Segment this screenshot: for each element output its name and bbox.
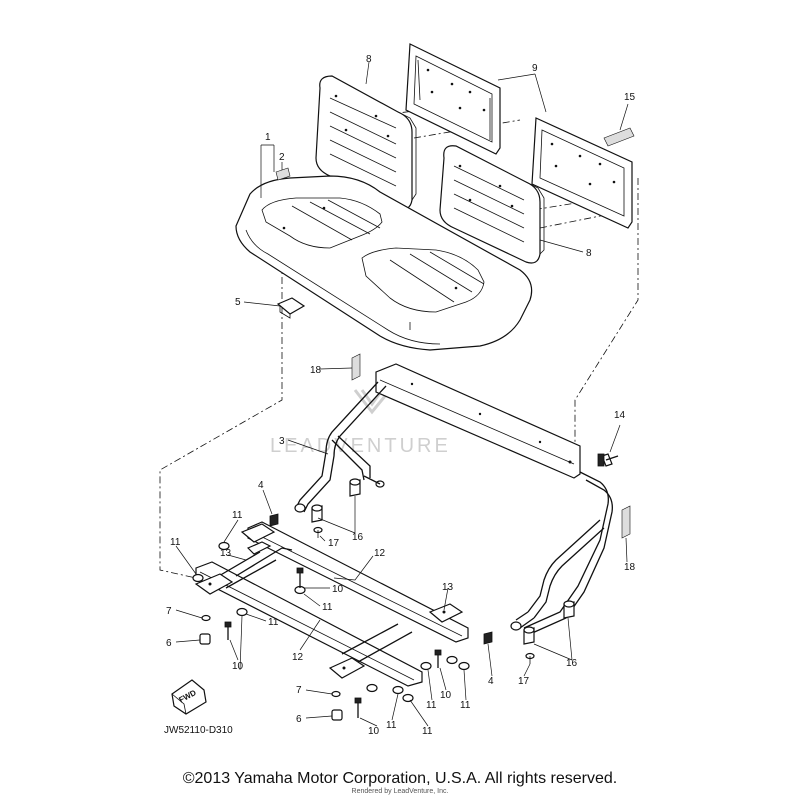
callout-18b: 18 — [624, 562, 636, 573]
cap-4-right — [483, 631, 493, 645]
grommets-lower — [523, 600, 575, 645]
backrest-right — [439, 145, 545, 264]
callout-12a: 12 — [374, 548, 386, 559]
callout-11f: 11 — [422, 726, 433, 737]
callout-12b: 12 — [292, 652, 304, 663]
callout-6b: 6 — [296, 714, 302, 725]
leader-lines — [175, 61, 629, 727]
callout-15: 15 — [624, 92, 636, 103]
backrest-frame-left — [405, 43, 501, 155]
callout-17a: 17 — [328, 538, 340, 549]
watermark-text: LEADVENTURE — [270, 435, 451, 457]
callout-10a: 10 — [332, 584, 344, 595]
seat-frame — [294, 363, 613, 635]
callout-14: 14 — [614, 410, 626, 421]
callout-7a: 7 — [166, 606, 172, 617]
callout-11e: 11 — [386, 720, 397, 731]
callout-16a: 16 — [352, 532, 364, 543]
callout-2: 2 — [279, 152, 285, 163]
seat-cushion — [235, 175, 533, 351]
callout-17b: 17 — [518, 676, 530, 687]
callout-4b: 4 — [488, 676, 494, 687]
washer-17-lower — [525, 652, 535, 664]
copyright-notice: ©2013 Yamaha Motor Corporation, U.S.A. A… — [182, 770, 618, 787]
callout-11h: 11 — [460, 700, 471, 711]
label-2 — [275, 167, 291, 181]
callout-6a: 6 — [166, 638, 172, 649]
callout-9: 9 — [532, 63, 538, 74]
cap-4-left — [269, 513, 279, 527]
rendered-by-note: Rendered by LeadVenture, Inc. — [351, 788, 449, 795]
callout-11c: 11 — [322, 602, 333, 613]
backrest-frame-right — [531, 117, 633, 229]
callout-11b: 11 — [170, 537, 181, 548]
backrest-left — [315, 75, 417, 210]
callout-3: 3 — [279, 436, 285, 447]
label-sticker — [603, 127, 635, 147]
bolts-10 — [224, 567, 442, 718]
callout-11d: 11 — [268, 617, 279, 628]
washer-17-upper — [313, 526, 323, 538]
seat-clip — [276, 297, 306, 319]
callout-11g: 11 — [426, 700, 437, 711]
bolt-14 — [597, 453, 619, 467]
callout-13a: 13 — [220, 548, 232, 559]
callout-7b: 7 — [296, 685, 302, 696]
grommets-upper — [311, 478, 361, 523]
callout-10d: 10 — [440, 690, 452, 701]
label-18-upper — [351, 353, 361, 381]
base-rails — [194, 521, 469, 687]
callout-11a: 11 — [232, 510, 243, 521]
callouts: 1 2 3 4 4 5 6 6 7 7 8 8 9 10 10 10 10 11… — [166, 54, 636, 737]
label-18-lower — [621, 505, 631, 539]
callout-8a: 8 — [366, 54, 372, 65]
callout-5: 5 — [235, 297, 241, 308]
fwd-arrow-icon: FWD — [171, 679, 207, 715]
diagram-code: JW52110-D310 — [164, 725, 233, 736]
callout-1: 1 — [265, 132, 271, 143]
callout-18a: 18 — [310, 365, 322, 376]
callout-10c: 10 — [368, 726, 380, 737]
callout-8b: 8 — [586, 248, 592, 259]
nuts-11 — [192, 541, 470, 703]
callout-16b: 16 — [566, 658, 578, 669]
callout-4a: 4 — [258, 480, 264, 491]
callout-13b: 13 — [442, 582, 454, 593]
callout-10b: 10 — [232, 661, 244, 672]
